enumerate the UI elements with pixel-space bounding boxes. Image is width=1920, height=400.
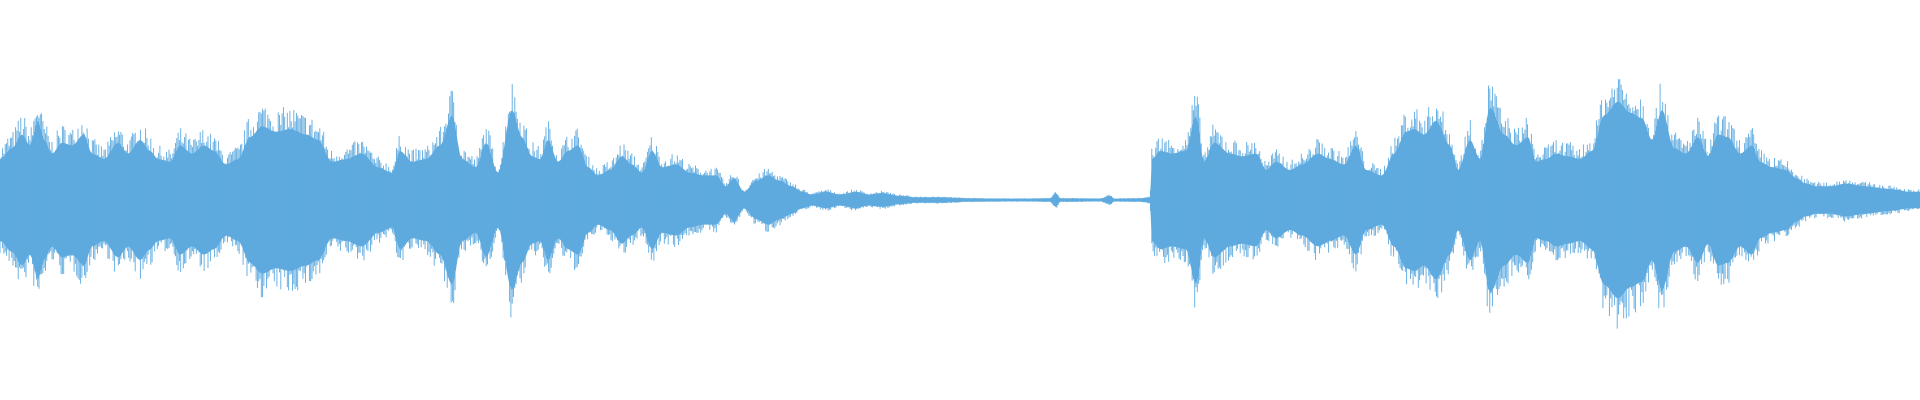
waveform-bars bbox=[0, 79, 1920, 329]
